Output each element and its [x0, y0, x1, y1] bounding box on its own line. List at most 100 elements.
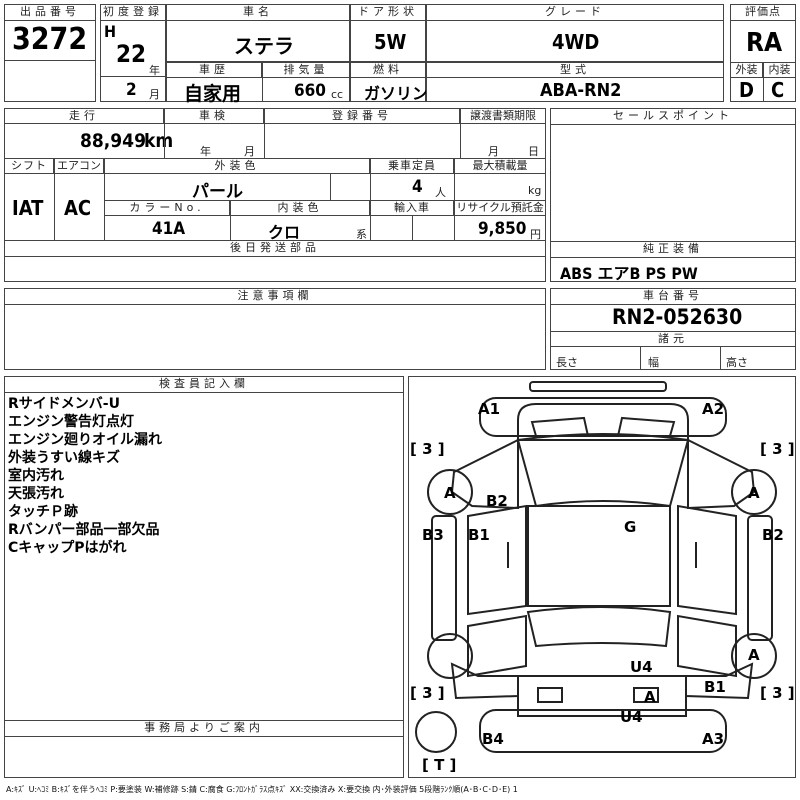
divider — [264, 124, 265, 158]
svg-text:B3: B3 — [422, 526, 444, 544]
color-no-value: 41A — [152, 219, 186, 239]
capacity-label: 乗車定員 — [370, 158, 454, 174]
ext-int-divider — [763, 78, 764, 102]
displacement-label: 排気量 — [262, 62, 350, 78]
tire-rear-right — [731, 633, 777, 679]
era-prefix: H — [104, 22, 117, 41]
divider — [230, 216, 231, 240]
tire-rear-left — [427, 633, 473, 679]
score-label: 評価点 — [730, 4, 796, 21]
int-score: C — [771, 78, 785, 102]
car-name-label: 車名 — [166, 4, 350, 21]
front-bumper — [479, 397, 727, 437]
inspection-year-unit: 年 — [200, 145, 211, 158]
divider — [640, 347, 641, 370]
reg-no-label: 登録番号 — [264, 108, 460, 124]
fuel-label: 燃料 — [350, 62, 426, 78]
svg-text:A1: A1 — [478, 400, 500, 418]
legend: A:ｷｽﾞ U:ﾍｺﾐ B:ｷｽﾞを伴うﾍｺﾐ P:要塗装 W:補修跡 S:錆 … — [6, 785, 518, 794]
front-fender-right — [687, 438, 756, 510]
width-label: 幅 — [648, 356, 659, 369]
reg-divider — [100, 76, 166, 77]
note-item: 外装うすい線キズ — [8, 450, 120, 466]
door-right — [677, 504, 737, 616]
shift-value: IAT — [12, 196, 44, 220]
specs-label: 諸元 — [550, 331, 796, 347]
lot-number: 3272 — [12, 22, 88, 57]
rear-door-left — [467, 614, 527, 678]
front-bumper-top — [529, 381, 667, 392]
max-load-unit: kg — [528, 184, 542, 197]
note-item: 室内汚れ — [8, 468, 64, 484]
chassis-label: 車台番号 — [550, 288, 796, 305]
doors-label: ドア形状 — [350, 4, 426, 21]
tire-front-left — [427, 469, 473, 515]
divider — [460, 124, 461, 158]
transfer-label: 譲渡書類期限 — [460, 108, 546, 124]
mileage-unit: km — [144, 130, 174, 152]
recycle-label: リサイクル預託金 — [454, 200, 546, 216]
tail-light-right — [633, 687, 659, 703]
headlight-right — [616, 416, 676, 437]
inspector-label: 検査員記入欄 — [4, 376, 404, 393]
transfer-day-unit: 日 — [528, 145, 539, 158]
svg-text:A: A — [444, 484, 456, 502]
svg-text:U4: U4 — [620, 708, 643, 726]
exterior-color-value: パール — [192, 182, 243, 202]
svg-text:B4: B4 — [482, 730, 504, 748]
shift-label: シフト — [4, 158, 54, 174]
history-value: 自家用 — [184, 83, 242, 105]
door-left — [467, 504, 527, 616]
tailgate — [517, 675, 687, 717]
score-value: RA — [746, 28, 783, 58]
svg-text:[ T ]: [ T ] — [422, 756, 456, 774]
month-unit: 月 — [149, 88, 160, 101]
first-reg-label: 初度登録 — [100, 4, 166, 21]
capacity-value: 4 — [412, 177, 423, 197]
caution-label: 注意事項欄 — [4, 288, 546, 305]
reg-year: 22 — [116, 40, 147, 68]
mileage-value: 88,949 — [80, 130, 146, 152]
note-item: Rバンパー部品一部欠品 — [8, 522, 160, 538]
equipment-value: ABS エアB PS PW — [560, 264, 698, 283]
interior-color-value: クロ — [268, 223, 301, 242]
svg-text:A: A — [748, 484, 760, 502]
model-value: ABA-RN2 — [540, 80, 622, 101]
year-unit: 年 — [149, 64, 160, 77]
svg-text:G: G — [624, 518, 636, 536]
rocker-left — [431, 515, 457, 641]
displacement-unit: cc — [331, 88, 344, 101]
grade-label: グレード — [426, 4, 724, 21]
svg-text:[ 3 ]: [ 3 ] — [760, 440, 795, 458]
svg-text:[ 3 ]: [ 3 ] — [760, 684, 795, 702]
rear-bumper — [479, 709, 727, 753]
ext-label: 外装 — [730, 62, 763, 78]
svg-text:B2: B2 — [762, 526, 784, 544]
office-label: 事務局よりご案内 — [4, 720, 404, 737]
grade-value: 4WD — [552, 30, 600, 54]
svg-text:[ 3 ]: [ 3 ] — [410, 440, 445, 458]
divider — [164, 124, 165, 158]
int-label: 内装 — [763, 62, 796, 78]
svg-text:A: A — [748, 646, 760, 664]
lot-divider — [4, 60, 96, 61]
tail-light-left — [537, 687, 563, 703]
divider — [54, 174, 55, 240]
front-fender-left — [450, 438, 519, 510]
chassis-value: RN2-052630 — [612, 305, 743, 329]
transfer-month-unit: 月 — [488, 145, 499, 158]
import-label: 輸入車 — [370, 200, 454, 216]
hood-outline — [517, 403, 689, 441]
divider — [412, 216, 413, 240]
svg-text:B1: B1 — [704, 678, 726, 696]
headlight-left — [530, 416, 590, 437]
later-parts-label: 後日発送部品 — [4, 240, 546, 257]
note-item: 天張汚れ — [8, 486, 64, 502]
displacement-value: 660 — [294, 81, 326, 101]
tire-front-right — [731, 469, 777, 515]
inspection-label: 車検 — [164, 108, 264, 124]
height-label: 高さ — [726, 356, 748, 369]
doors-value: 5W — [374, 30, 407, 54]
svg-text:[ 3 ]: [ 3 ] — [410, 684, 445, 702]
